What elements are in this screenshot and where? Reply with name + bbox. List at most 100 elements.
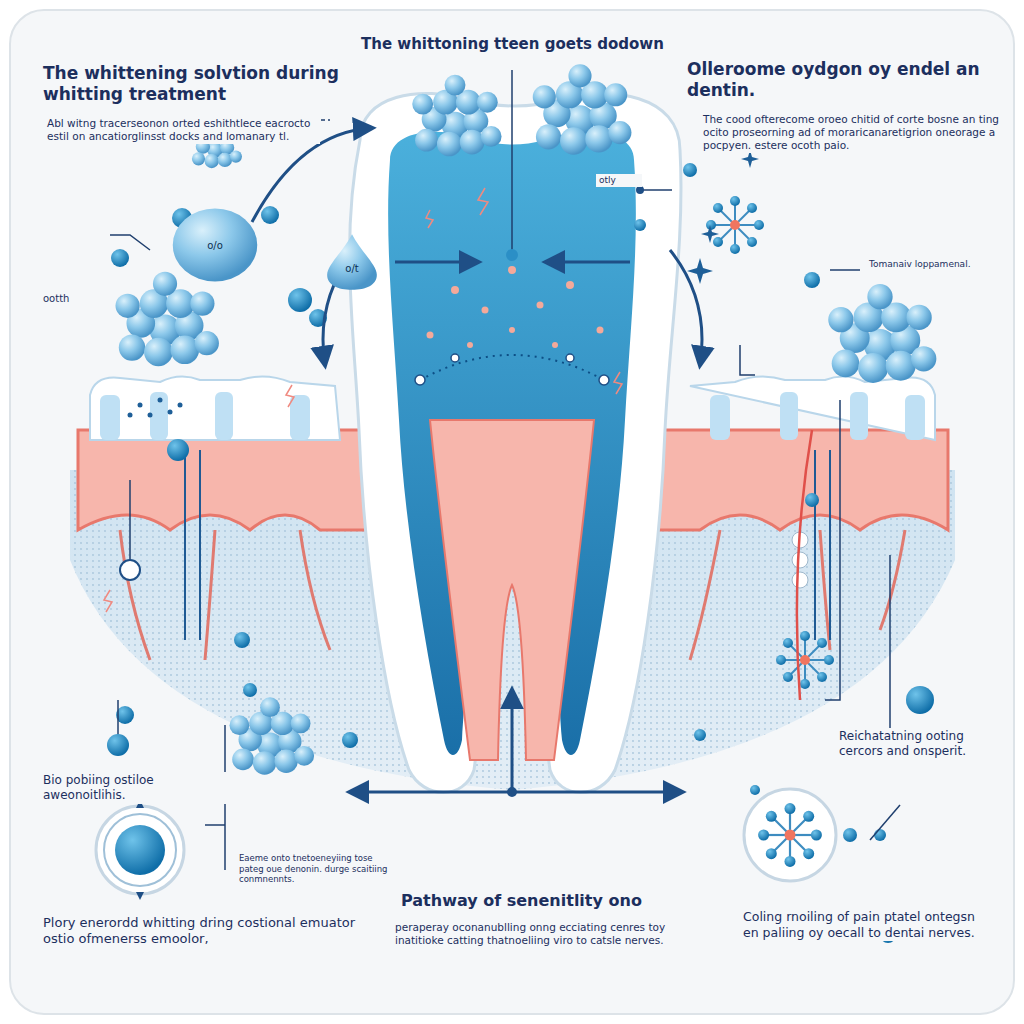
art-part (120, 530, 150, 660)
node-outline (325, 233, 379, 291)
panel (10, 10, 1014, 1014)
art-part (792, 572, 808, 588)
art-part (870, 805, 900, 840)
pulp-dots (427, 266, 604, 348)
art-part (687, 258, 713, 284)
art-part (814, 450, 816, 640)
art-part (110, 235, 150, 250)
art-part (427, 332, 434, 339)
note: Bio pobiing ostiloe aweonoitlihis. (40, 772, 226, 804)
part-label: otly (596, 174, 642, 187)
art-part (537, 302, 544, 309)
art-part (243, 683, 257, 697)
node-text: o/o (171, 240, 259, 251)
art-part (850, 392, 868, 440)
art-part (640, 189, 672, 191)
art-part (178, 403, 183, 408)
art-part (820, 530, 830, 650)
heading: The whittening solvtion during whitting … (40, 62, 356, 107)
note: Reichatatning ooting cercors and onsperi… (836, 728, 1007, 760)
leader-lines (110, 70, 900, 870)
art-part (117, 700, 119, 735)
heading: Olleroome oydgon oy endel an dentin. (684, 58, 1010, 103)
note: Coling rnoiling of pain ptatel ontegsn e… (740, 908, 996, 941)
art-part (566, 281, 574, 289)
art-part (205, 824, 225, 826)
art-part (805, 493, 819, 507)
art-part (599, 375, 609, 385)
art-part (467, 342, 473, 348)
art-part (825, 400, 840, 700)
art-part (128, 413, 133, 418)
diagram-title: The whittoning tteen goets dodown (357, 34, 668, 55)
art-part (546, 261, 630, 264)
art-part (261, 206, 279, 224)
art-part (184, 450, 186, 640)
art-part (342, 732, 358, 748)
dentin-line (420, 355, 604, 380)
art-part (107, 734, 129, 756)
art-part (426, 210, 433, 228)
art-part (509, 327, 515, 333)
art-part (120, 560, 140, 580)
art-part (776, 631, 834, 689)
art-part (451, 286, 459, 294)
art-part (597, 327, 604, 334)
tooth-enamel (350, 93, 681, 792)
art-part (158, 398, 163, 403)
art-part (533, 64, 632, 154)
art-part (148, 413, 153, 418)
art-part (104, 814, 176, 886)
art-part (116, 272, 219, 367)
peroxide-clusters (116, 64, 937, 774)
art-part (634, 219, 646, 231)
art-part (670, 250, 702, 365)
art-part (683, 163, 697, 177)
droplet-node: o/t (325, 233, 379, 291)
art-part (552, 342, 558, 348)
part-label: Tomanaiv loppamenal. (866, 258, 1002, 271)
art-part (828, 284, 936, 383)
art-part (96, 806, 184, 894)
icon-right-star (758, 803, 822, 867)
art-part (199, 450, 201, 640)
art-part (230, 697, 315, 774)
note: peraperay oconanublling onng ecciating c… (392, 920, 678, 948)
art-part (482, 307, 489, 314)
art-part (138, 403, 143, 408)
art-part (744, 789, 836, 881)
art-part (740, 345, 755, 375)
art-part (111, 249, 129, 267)
art-part (205, 530, 215, 660)
art-part (115, 825, 165, 875)
art-part (780, 392, 798, 440)
dentin-nodes (415, 354, 609, 385)
leader-dots (107, 186, 819, 797)
art-part (506, 249, 518, 261)
art-part (880, 530, 905, 630)
art-part (395, 261, 478, 264)
art-part (511, 690, 514, 788)
art-part (706, 196, 764, 254)
art-part (690, 530, 720, 660)
art-part (136, 800, 144, 900)
art-part (215, 392, 233, 440)
art-part (694, 729, 706, 741)
art-part (804, 272, 820, 288)
art-part (792, 552, 808, 568)
art-part (104, 590, 112, 612)
zaps (104, 188, 622, 612)
art-part (288, 288, 312, 312)
art-part (508, 266, 516, 274)
node-shape (327, 234, 377, 290)
nerve (797, 430, 812, 700)
art-part (286, 385, 294, 407)
icon-left (96, 800, 184, 900)
art-part (412, 75, 501, 157)
note: Eaeme onto tnetoeneyiing tose pateg oue … (236, 852, 392, 886)
art-part (415, 375, 425, 385)
oxygen-stars (706, 196, 834, 867)
